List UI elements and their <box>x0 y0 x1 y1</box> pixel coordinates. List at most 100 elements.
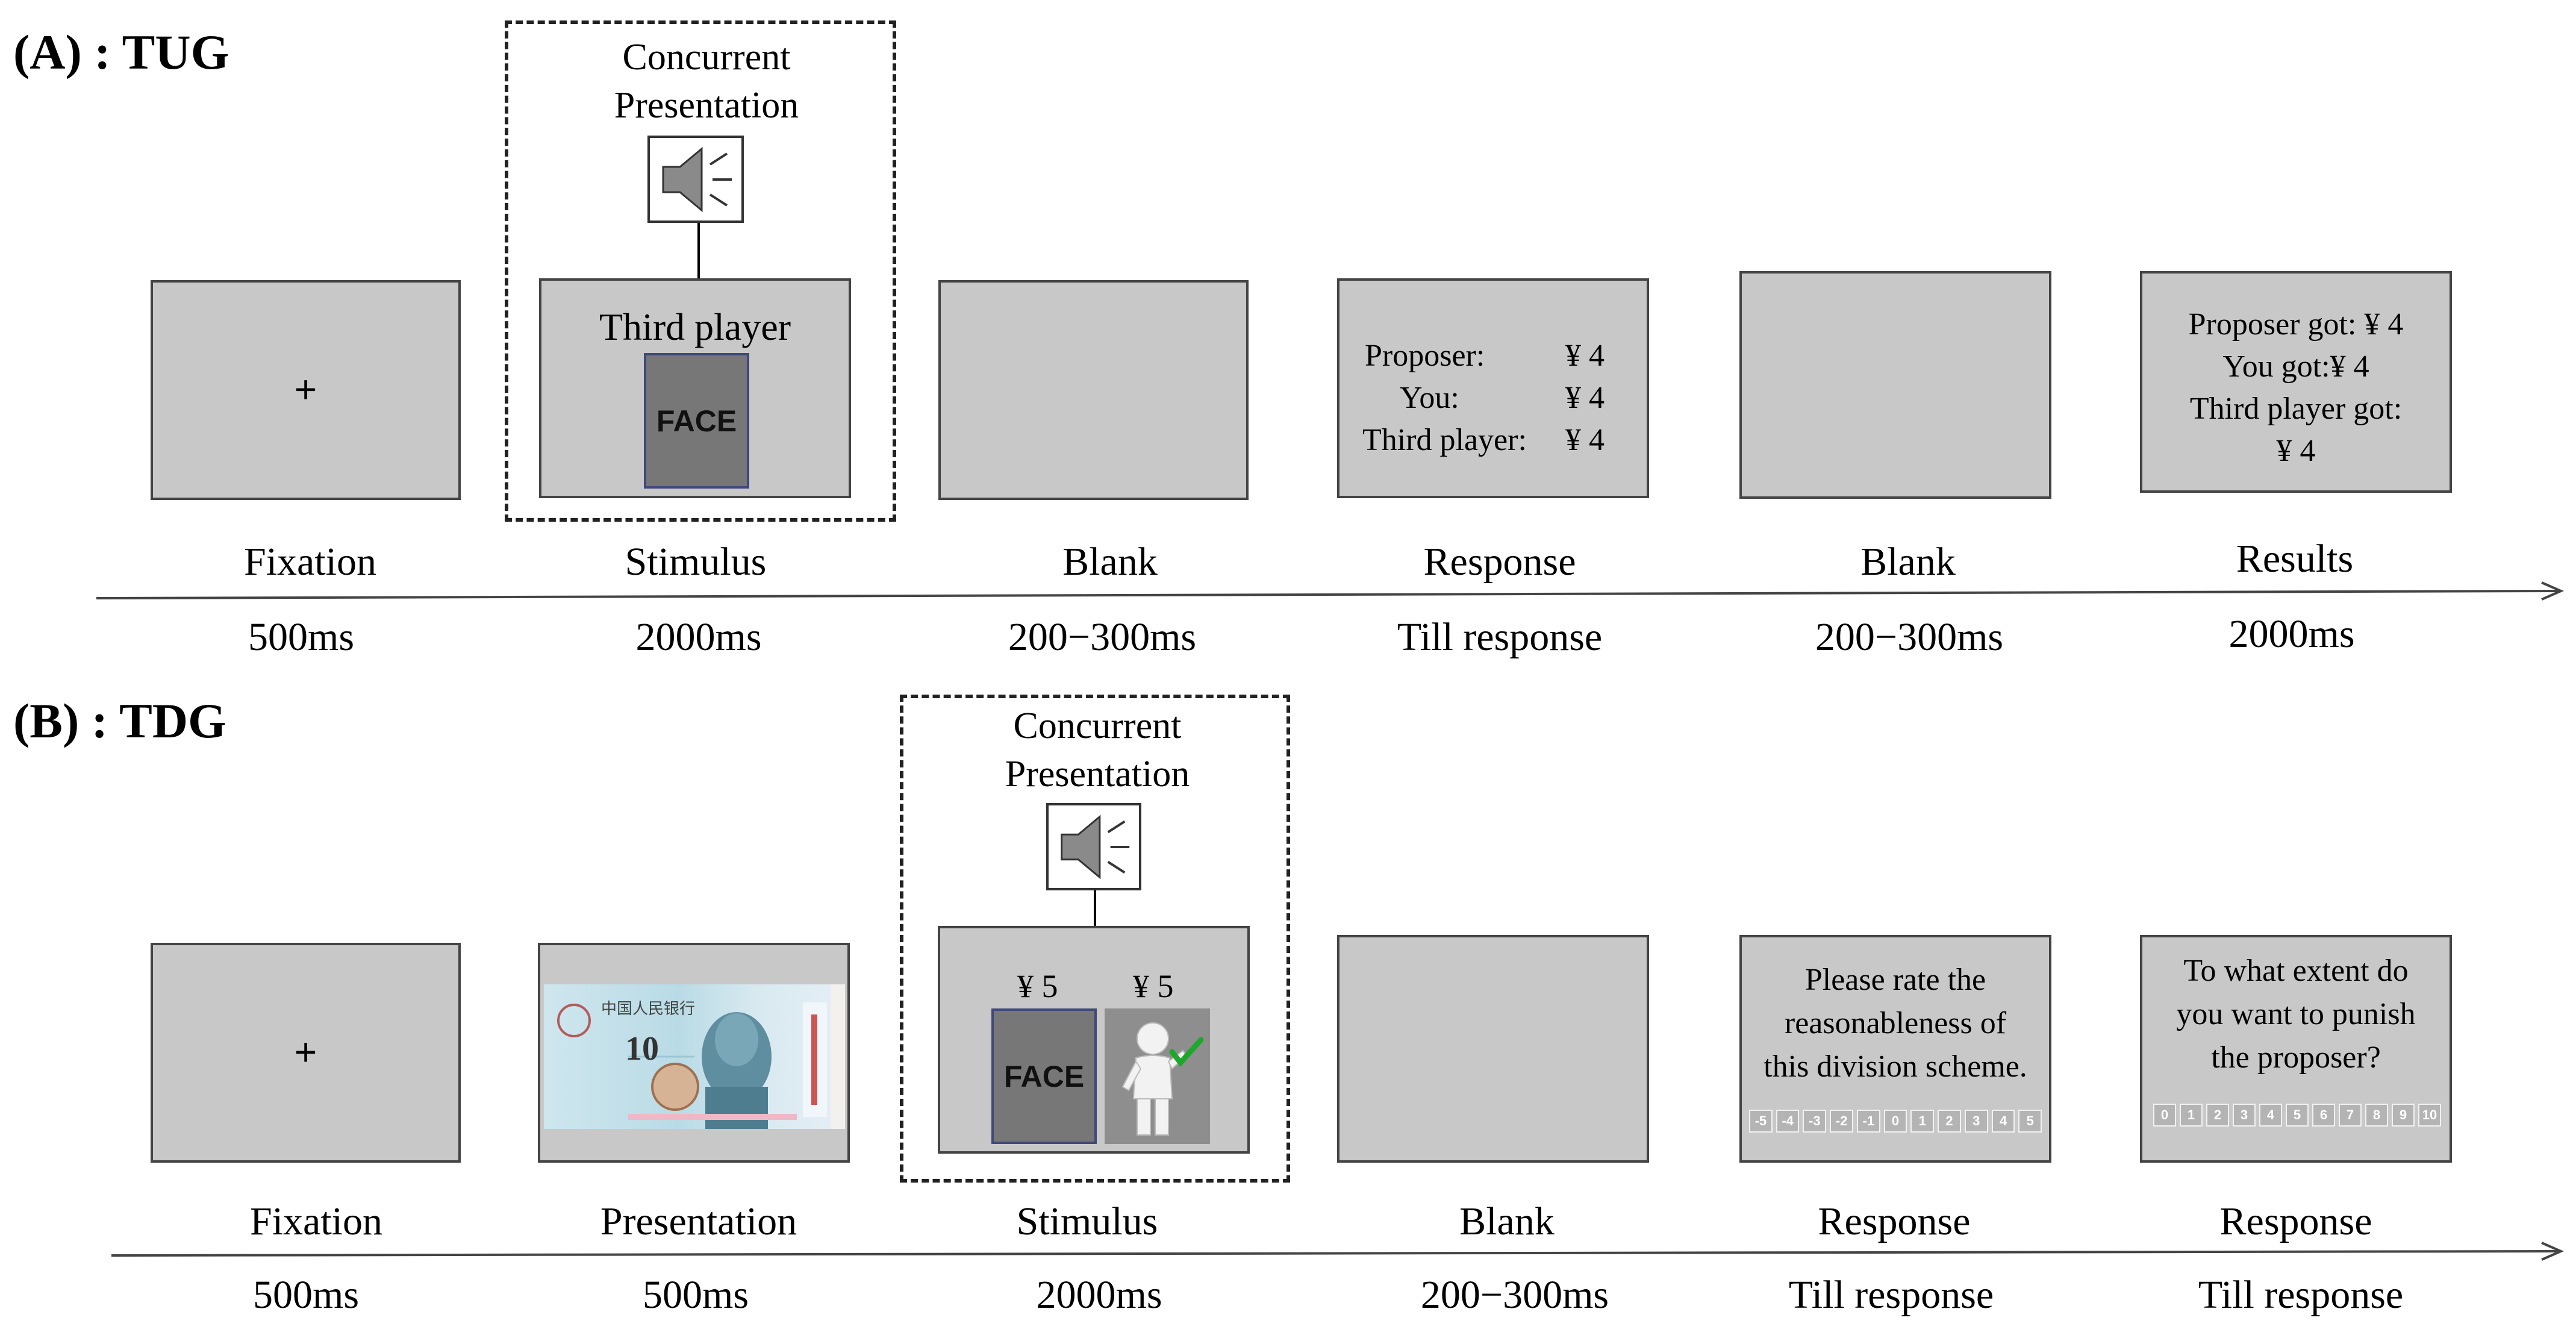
concurrent-line-2: Presentation <box>614 85 799 126</box>
results-line: ¥ 4 <box>2276 434 2316 468</box>
stage-name-a: Blank <box>1062 540 1158 584</box>
stage-time-a: Till response <box>1397 615 1603 659</box>
stage-time-b: Till response <box>1788 1273 1994 1317</box>
punish-option[interactable]: 5 <box>2286 1104 2309 1127</box>
face-image: FACE <box>644 353 749 489</box>
punish-option[interactable]: 2 <box>2206 1104 2229 1127</box>
punish-line: you want to punish <box>2176 997 2416 1031</box>
stage-name-b: Fixation <box>249 1199 383 1243</box>
rating-option[interactable]: -4 <box>1776 1110 1800 1133</box>
results-line: Third player got: <box>2189 392 2403 426</box>
results-line: Proposer got: ¥ 4 <box>2188 307 2404 342</box>
punish-option[interactable]: 4 <box>2259 1104 2282 1127</box>
response-proposer-value: ¥ 4 <box>1565 339 1605 373</box>
stage-name-a: Fixation <box>243 540 377 584</box>
punish-prompt: To what extent do you want to punish the… <box>2142 949 2450 1080</box>
punish-option[interactable]: 10 <box>2418 1104 2441 1127</box>
stage-time-a: 2000ms <box>2228 612 2355 656</box>
punish-option[interactable]: 7 <box>2339 1104 2362 1127</box>
rating-prompt: Please rate the reasonableness of this d… <box>1742 958 2049 1089</box>
punish-option[interactable]: 1 <box>2180 1104 2203 1127</box>
rating-line: reasonableness of <box>1784 1006 2007 1040</box>
concurrent-box-b <box>900 695 1290 1183</box>
stage-time-b: 500ms <box>642 1273 749 1317</box>
face-image: FACE <box>991 1008 1097 1144</box>
fixation-screen-b: + <box>151 943 461 1163</box>
rating-option[interactable]: 0 <box>1883 1110 1907 1133</box>
rating-line: Please rate the <box>1804 963 1986 997</box>
stage-time-b: Till response <box>2198 1273 2404 1317</box>
stage-name-a: Response <box>1423 540 1576 584</box>
stage-time-b: 500ms <box>252 1273 360 1317</box>
response-third-label: Third player: <box>1362 423 1527 457</box>
panel-b-title: (B) : TDG <box>13 693 226 748</box>
punish-option[interactable]: 8 <box>2365 1104 2388 1127</box>
stage-time-a: 200−300ms <box>1815 615 2004 659</box>
rating-option[interactable]: 3 <box>1964 1110 1988 1133</box>
rating-option[interactable]: -2 <box>1830 1110 1853 1133</box>
panel-a-title: (A) : TUG <box>13 25 229 80</box>
stage-name-a: Results <box>2236 537 2354 581</box>
response-you-label: You: <box>1400 381 1459 415</box>
stage-name-b: Stimulus <box>1016 1199 1158 1243</box>
fixation-screen-a: + <box>151 280 461 500</box>
response-you-value: ¥ 4 <box>1565 381 1605 415</box>
banknote-image: 中国人民银行 10 <box>544 984 845 1129</box>
amount-left: ¥ 5 <box>1017 968 1058 1004</box>
punish-option[interactable]: 3 <box>2233 1104 2256 1127</box>
rating-option[interactable]: 4 <box>1991 1110 2015 1133</box>
stage-name-b: Presentation <box>600 1199 797 1243</box>
rating-line: this division scheme. <box>1764 1049 2027 1084</box>
concurrent-line-1: Concurrent <box>1013 705 1182 746</box>
rating-option[interactable]: 5 <box>2018 1110 2042 1133</box>
punish-option[interactable]: 0 <box>2153 1104 2176 1127</box>
concurrent-box-a <box>505 20 896 522</box>
blank-screen-b <box>1337 935 1649 1163</box>
concurrent-line-2: Presentation <box>1005 754 1190 795</box>
rating-option[interactable]: -1 <box>1856 1110 1880 1133</box>
third-player-caption: Third player <box>599 305 791 348</box>
banknote-value: 10 <box>625 1030 659 1067</box>
rating-screen-b: Please rate the reasonableness of this d… <box>1739 935 2051 1163</box>
speaker-icon <box>647 136 744 223</box>
stage-name-a: Stimulus <box>625 540 767 584</box>
response-screen-a: Proposer: ¥ 4 You: ¥ 4 Third player: ¥ 4 <box>1337 278 1649 498</box>
amount-right: ¥ 5 <box>1133 968 1174 1004</box>
timeline-arrow-b <box>111 1242 2564 1261</box>
results-line: You got:¥ 4 <box>2222 349 2369 384</box>
punish-screen-b: To what extent do you want to punish the… <box>2140 935 2452 1163</box>
stage-name-a: Blank <box>1860 540 1956 584</box>
stage-name-b: Response <box>2219 1199 2372 1243</box>
rating-option[interactable]: -3 <box>1803 1110 1827 1133</box>
timeline-arrow-a <box>96 581 2564 601</box>
concurrent-line-1: Concurrent <box>622 37 791 78</box>
banknote-header: 中国人民银行 <box>601 1000 696 1018</box>
blank-screen-a-1 <box>938 280 1249 500</box>
presentation-screen-b: 中国人民银行 10 <box>538 943 850 1163</box>
results-screen-a: Proposer got: ¥ 4 You got:¥ 4 Third play… <box>2140 271 2452 493</box>
blank-screen-a-2 <box>1739 271 2051 499</box>
rating-option[interactable]: -5 <box>1749 1110 1773 1133</box>
results-text: Proposer got: ¥ 4 You got:¥ 4 Third play… <box>2142 304 2450 472</box>
stage-name-b: Response <box>1818 1199 1971 1243</box>
stimulus-screen-b: ¥ 5 ¥ 5 FACE <box>938 926 1250 1154</box>
stage-name-b: Blank <box>1459 1199 1555 1243</box>
stage-time-a: 200−300ms <box>1008 615 1197 659</box>
punish-option[interactable]: 6 <box>2312 1104 2335 1127</box>
stage-time-b: 200−300ms <box>1420 1273 1609 1317</box>
punish-line: the proposer? <box>2211 1040 2381 1075</box>
fixation-cross: + <box>294 367 317 411</box>
rating-option[interactable]: 1 <box>1910 1110 1935 1133</box>
fixation-cross: + <box>294 1030 317 1074</box>
concurrent-label-a: Concurrent Presentation <box>614 33 799 130</box>
speaker-icon <box>1046 803 1141 890</box>
concurrent-label-b: Concurrent Presentation <box>1005 702 1190 798</box>
stimulus-screen-a: Third player FACE <box>539 278 851 498</box>
rating-option[interactable]: 2 <box>1938 1110 1961 1133</box>
stage-time-a: 500ms <box>248 615 355 659</box>
stage-time-a: 2000ms <box>635 615 762 659</box>
response-third-value: ¥ 4 <box>1565 423 1605 457</box>
punish-option[interactable]: 9 <box>2392 1104 2415 1127</box>
